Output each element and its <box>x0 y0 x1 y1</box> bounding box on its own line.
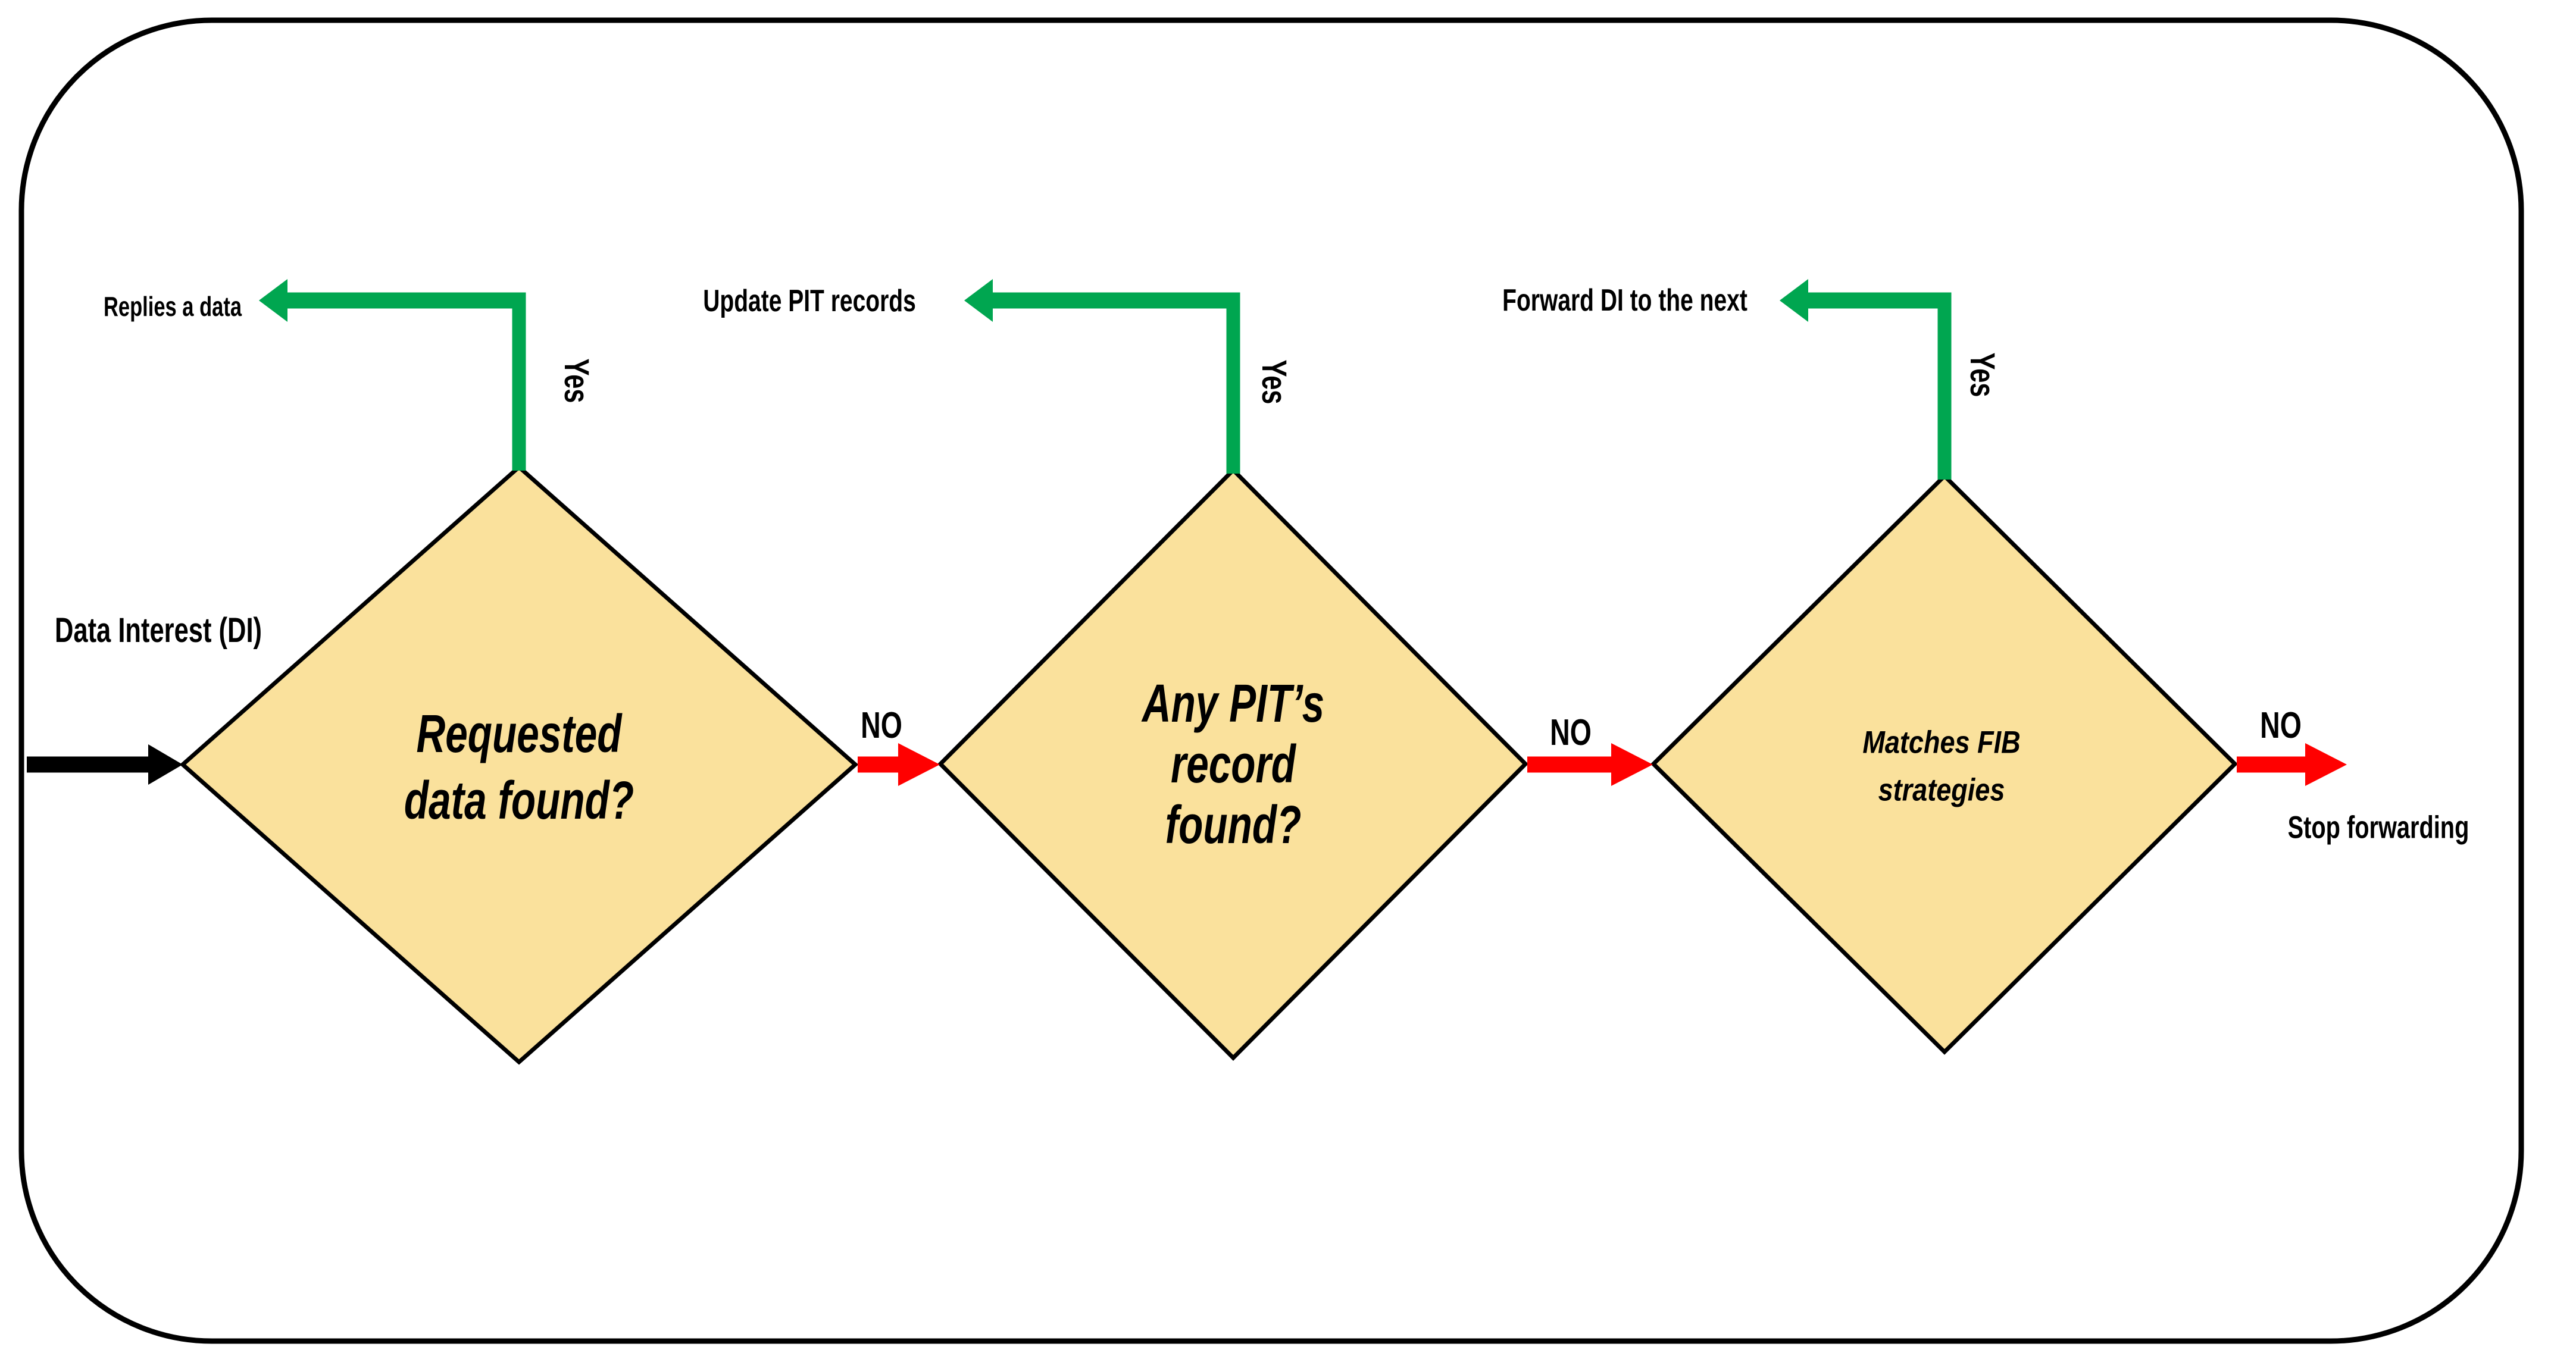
diamond-1-question-line-1: Requested <box>416 704 622 764</box>
yes-label-2: Yes <box>1255 359 1293 405</box>
start-label: Data Interest (DI) <box>54 611 262 650</box>
yes-label-3: Yes <box>1963 352 2002 397</box>
yes-action-label-1: Replies a data <box>103 291 242 322</box>
no-label-2: NO <box>1550 712 1592 753</box>
flowchart-border <box>18 17 2524 1344</box>
decision-diamond-3 <box>1650 473 2238 1055</box>
diamond-3-question-line-2: strategies <box>1878 772 2005 808</box>
yes-label-1: Yes <box>557 358 596 403</box>
start-arrow <box>27 744 183 785</box>
no-label-3: NO <box>2260 705 2302 746</box>
diamond-3-question-line-1: Matches FIB <box>1862 725 2021 760</box>
decision-diamond-1 <box>179 464 859 1065</box>
diamond-2-question-line-3: found? <box>1165 795 1302 855</box>
yes-action-label-3: Forward DI to the next <box>1502 283 1747 318</box>
yes-arrow-2 <box>964 279 1240 474</box>
diamond-1-question-line-2: data found? <box>404 771 634 831</box>
no-arrow-1 <box>858 743 940 786</box>
diamond-2-question-line-1: Any PIT’s <box>1142 674 1325 734</box>
decision-diamond-2 <box>937 467 1528 1061</box>
yes-arrow-3 <box>1780 279 1952 480</box>
no-arrow-3 <box>2237 743 2347 786</box>
diamond-2-question-line-2: record <box>1170 735 1296 794</box>
no-label-1: NO <box>861 705 902 746</box>
yes-action-label-2: Update PIT records <box>703 284 916 318</box>
yes-arrow-1 <box>259 279 526 471</box>
no-arrow-2 <box>1527 743 1653 786</box>
no-action-label-3: Stop forwarding <box>2287 810 2469 845</box>
